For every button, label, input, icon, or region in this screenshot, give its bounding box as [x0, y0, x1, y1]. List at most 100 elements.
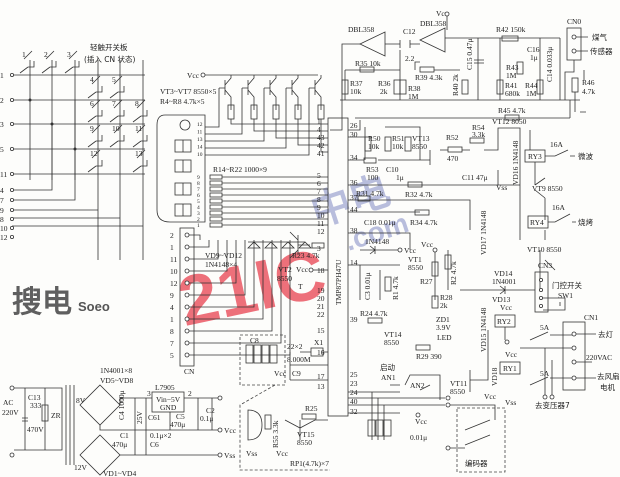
opamp1-label: DBL358	[348, 25, 375, 34]
c5-label: C5	[176, 412, 185, 421]
r54-label: R54	[472, 123, 485, 132]
panel-pin-label: 12	[197, 122, 203, 128]
driver-resistors-label: R4~R8 4.7k×5	[160, 97, 205, 106]
mcu-pin-label: 39	[350, 315, 358, 324]
motor-label: 电机	[600, 382, 615, 392]
crystal-freq: 8.000M	[287, 355, 311, 364]
c11-label: C11 47μ	[462, 173, 488, 182]
c4-voltage: 25V	[135, 411, 144, 425]
r27-label: R27	[420, 277, 433, 286]
r50-label: R50	[368, 134, 381, 143]
r53-value: 100	[367, 173, 379, 182]
lamp-label: 去灯	[598, 329, 613, 339]
vcc-label-2: Vcc	[505, 350, 518, 359]
r42-label: R42 150k	[496, 25, 526, 34]
cn-pin-label: 2	[170, 231, 174, 240]
ry3-rating: 16A	[550, 140, 564, 149]
tact-switch	[64, 50, 80, 74]
tact-switch	[87, 124, 103, 148]
terminal-dot	[9, 146, 14, 151]
panel-pin-label: 1	[197, 223, 200, 229]
terminal-dot	[9, 225, 14, 230]
r28-value: 2k	[440, 301, 448, 310]
relay-rating-1: 5A	[540, 323, 550, 332]
switch-number: 12	[90, 149, 98, 158]
switch-number: 7	[112, 99, 116, 108]
cn-pin	[184, 244, 190, 250]
row-terminal-label: 5	[0, 145, 4, 154]
vt14-label: VT14	[384, 330, 402, 339]
c14-label: C14 0.033μ	[545, 47, 554, 82]
r24-label: R24 4.7k	[360, 309, 388, 318]
gas-sensor-circuit: DBL358 DBL358 Vcc C12 2.2 R35 10k R39 4.…	[330, 9, 613, 131]
keypad-subtitle: (插入 CN 状态)	[84, 54, 136, 64]
rectifier-label: 1N4001×8	[100, 366, 132, 375]
cn-pin-label: 1	[170, 315, 174, 324]
r54-value: 3.3k	[472, 130, 485, 139]
wire	[189, 234, 201, 240]
panel-pin-label: 11	[197, 130, 203, 136]
vcc-label: Vcc	[296, 265, 309, 274]
switch-number: 10	[112, 124, 120, 133]
digit-drivers: Vcc VT3~VT7 8550×5 R4~R8 4.7k×5 R14~R22 …	[160, 71, 328, 174]
c61-label: C61	[148, 413, 161, 422]
wire	[189, 240, 264, 320]
c16-value: 1μ	[530, 53, 538, 62]
mov-voltage: 470V	[27, 425, 44, 434]
vd18-label: VD18	[490, 367, 499, 386]
c18-label: C18 0.01μ	[364, 218, 396, 227]
r29-label: R29 390	[416, 352, 442, 361]
vt11-label: VT11	[450, 379, 467, 388]
switch-number: 5	[112, 75, 116, 84]
row-terminal-label: 11	[0, 170, 7, 179]
c12-value: 2.2	[405, 54, 415, 63]
mcu-pin-label: 37	[350, 193, 358, 202]
tact-switch	[109, 124, 125, 148]
mcu-pin-label: 7	[317, 187, 321, 196]
switch-number: 6	[90, 99, 94, 108]
d-1n4148-label: 1N4148	[365, 237, 389, 246]
pnp-transistor-icon	[242, 75, 255, 110]
segment-resistor	[209, 186, 223, 192]
switch-number: 8	[135, 99, 139, 108]
vss-label: Vss	[224, 451, 235, 460]
segment-resistor	[209, 204, 223, 210]
r46-value: 4.7k	[582, 87, 595, 96]
mains-label: 220VAC	[586, 353, 612, 362]
mcu-chip: TMP87PH47U 14434241567891011123181920212…	[317, 117, 358, 417]
mcu-name: TMP87PH47U	[334, 259, 343, 305]
r25-label: R25	[305, 404, 318, 413]
cn-pin-label: 10	[170, 267, 178, 276]
vt1-type-label: 8550	[408, 263, 423, 272]
zd1-value: 3.9V	[436, 323, 451, 332]
cn-pin	[184, 352, 190, 358]
cn-pin-label: 12	[170, 279, 178, 288]
c3-label: C3 0.01μ	[363, 272, 372, 300]
mcu-pin-label: 30	[350, 130, 358, 139]
panel-pin-label: 2	[197, 217, 200, 223]
mcu-pin-label: 32	[350, 407, 358, 416]
mcu-pin-label: 5	[317, 171, 321, 180]
tact-switch	[132, 149, 148, 173]
cn-pin-label: 8	[170, 327, 174, 336]
mcu-pin-label: 38	[350, 226, 358, 235]
vt2-type-label: 8550	[277, 274, 292, 283]
vcc-label: Vcc	[500, 303, 513, 312]
vt1-label: VT1	[408, 255, 422, 264]
vcc-label: Vcc	[415, 417, 428, 426]
row-terminal-label: 9	[0, 206, 4, 215]
vt15-type-label: 8550	[297, 438, 312, 447]
row-terminal-label: 7	[0, 196, 4, 205]
tact-switch	[132, 99, 148, 123]
terminal-dot	[9, 207, 14, 212]
r51-label: R51	[392, 134, 405, 143]
c2-value: 0.1μ	[200, 414, 213, 423]
pnp-transistor-icon	[286, 75, 299, 110]
vcc-label: Vcc	[404, 246, 417, 255]
row-terminal-label: 12	[0, 233, 8, 242]
r37-value: 10k	[350, 87, 362, 96]
ry2-label: RY2	[497, 317, 511, 326]
mcu-pin-label: 6	[317, 179, 321, 188]
panel-pin-label: 8	[197, 181, 200, 187]
